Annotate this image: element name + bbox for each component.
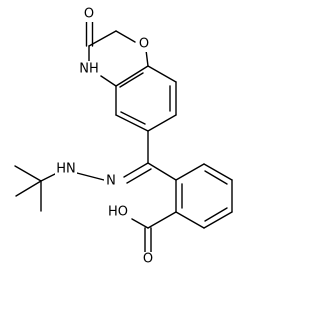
bond-c4p-c5p bbox=[203, 211, 233, 229]
atom-hydrazone-n: N bbox=[104, 173, 118, 189]
bond-c2-o1 bbox=[115, 30, 136, 43]
bond-c3-c2 bbox=[88, 30, 117, 47]
bond-c5p-c6p bbox=[175, 211, 205, 229]
bonds bbox=[14, 21, 233, 253]
atom-amide-nh: NH bbox=[78, 61, 100, 77]
bond-c2p-c3p-inner bbox=[204, 170, 228, 185]
atom-label-ring-oxygen: O bbox=[139, 37, 149, 52]
bond-c-n-double-a bbox=[123, 162, 149, 178]
bond-c6-c5 bbox=[115, 114, 149, 132]
atom-label-acid-carbonyl-oxygen: O bbox=[143, 252, 153, 267]
atom-label-hydrazone-nh: HN bbox=[56, 162, 76, 177]
atom-ring-oxygen: O bbox=[137, 37, 151, 52]
bond-c2p-c3p bbox=[203, 163, 233, 181]
atom-labels: O O NH N HN HO O bbox=[55, 7, 155, 267]
bond-c8a-c8 bbox=[147, 65, 177, 83]
bond-cq-me1 bbox=[14, 165, 42, 182]
bond-c8a-c4a bbox=[115, 65, 149, 87]
bond-n-nh bbox=[72, 171, 105, 181]
atom-label-hydrazone-n: N bbox=[106, 174, 116, 189]
bond-cq-me2 bbox=[15, 180, 42, 197]
atom-hydroxyl: HO bbox=[106, 204, 130, 220]
bond-c8a-c4a-inner bbox=[119, 72, 144, 88]
atom-hydrazone-nh: HN bbox=[55, 161, 77, 177]
bond-c6-c5-inner bbox=[120, 111, 146, 125]
bond-c6p-cooh bbox=[147, 211, 177, 229]
atom-label-hydroxyl: HO bbox=[108, 205, 128, 220]
atom-label-carbonyl-oxygen: O bbox=[84, 7, 94, 22]
bond-cexo-c1prime bbox=[147, 162, 177, 181]
bond-c-n-double-b bbox=[126, 168, 152, 184]
bond-cooh-oh bbox=[131, 218, 149, 229]
bond-c1p-c2p bbox=[175, 163, 205, 181]
atom-label-amide-nh: NH bbox=[79, 62, 99, 77]
bond-o1-c8a bbox=[145, 49, 149, 67]
atom-acid-carbonyl-oxygen: O bbox=[141, 252, 155, 267]
bond-c7-c6 bbox=[147, 114, 177, 132]
structure-canvas: O O NH N HN HO O bbox=[14, 7, 233, 267]
bond-c4p-c5p-inner bbox=[204, 207, 228, 222]
chemical-structure: O O NH N HN HO O bbox=[14, 7, 233, 267]
bond-n4-c4a bbox=[100, 75, 117, 87]
atom-carbonyl-oxygen: O bbox=[82, 7, 96, 22]
